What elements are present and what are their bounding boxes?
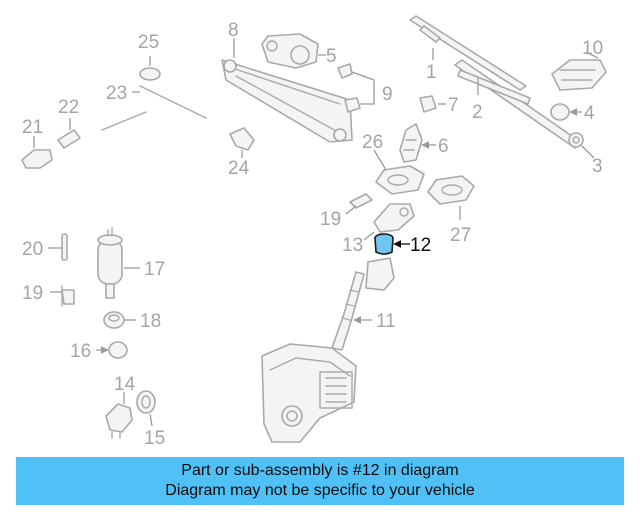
- part-15: [136, 390, 156, 414]
- callout-3: 3: [592, 156, 603, 177]
- callout-25: 25: [138, 32, 159, 53]
- info-banner: Part or sub-assembly is #12 in diagram D…: [16, 457, 624, 505]
- wiper-motor-5: [261, 33, 319, 69]
- callout-14: 14: [114, 374, 136, 395]
- callout-4: 4: [584, 103, 595, 124]
- callout-27: 27: [450, 225, 471, 246]
- callout-20: 20: [22, 239, 43, 260]
- callout-26: 26: [362, 132, 383, 153]
- callout-11: 11: [376, 311, 396, 332]
- washer-reservoir: [261, 343, 357, 443]
- callout-18: 18: [140, 311, 161, 332]
- washer-pump-17: [97, 227, 123, 299]
- callout-1: 1: [426, 62, 437, 83]
- part-23: [101, 85, 207, 131]
- part-19-lower: [61, 285, 75, 307]
- part-10: [551, 59, 607, 91]
- banner-line-1: Part or sub-assembly is #12 in diagram: [181, 462, 459, 479]
- parts-diagram: 1 2 3 4 5 6 7 8 9 10 11 12 13 14 15 16 1…: [21, 15, 607, 449]
- part-14: [105, 403, 133, 439]
- callout-19-lower: 19: [22, 283, 43, 304]
- part-9: [337, 63, 361, 113]
- callout-2: 2: [472, 102, 483, 123]
- part-24: [229, 127, 255, 151]
- part-18: [103, 311, 125, 329]
- part-22: [57, 129, 81, 149]
- part-12-cap: [374, 233, 394, 255]
- part-19-upper: [349, 193, 373, 209]
- callout-5: 5: [326, 46, 337, 67]
- callout-23: 23: [106, 83, 127, 104]
- callout-13: 13: [342, 235, 363, 256]
- part-27: [427, 175, 475, 205]
- callout-24: 24: [228, 158, 250, 179]
- part-20: [61, 233, 68, 261]
- callout-17: 17: [144, 259, 165, 280]
- part-21: [21, 149, 53, 169]
- banner-line-2: Diagram may not be specific to your vehi…: [165, 482, 475, 499]
- callout-7: 7: [448, 95, 459, 116]
- callout-22: 22: [58, 97, 79, 118]
- callout-10: 10: [582, 38, 603, 59]
- callout-12: 12: [410, 235, 431, 256]
- part-3: [568, 132, 584, 148]
- callout-6: 6: [438, 136, 449, 157]
- callout-16: 16: [70, 341, 91, 362]
- part-7: [419, 95, 437, 113]
- part-16: [108, 341, 128, 359]
- callout-15: 15: [144, 428, 165, 449]
- callout-9: 9: [382, 84, 393, 105]
- part-11-filler-neck: [331, 257, 395, 351]
- callout-19-upper: 19: [320, 209, 341, 230]
- part-25: [139, 67, 161, 81]
- part-26: [375, 165, 425, 195]
- callout-21: 21: [22, 117, 43, 138]
- callout-8: 8: [228, 20, 239, 41]
- part-6: [399, 123, 423, 163]
- wiper-arm-1: [409, 15, 527, 91]
- part-13: [373, 203, 415, 233]
- part-4: [550, 103, 570, 121]
- wiper-linkage-8: [221, 59, 353, 143]
- leader-10: [585, 51, 599, 59]
